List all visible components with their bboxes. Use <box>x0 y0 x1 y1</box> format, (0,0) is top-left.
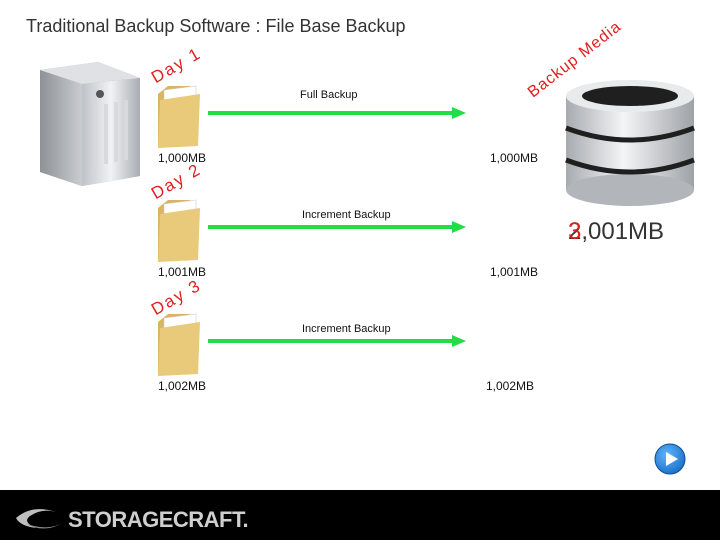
day-3-dest-size: 1,002MB <box>486 379 534 393</box>
arrow-icon <box>208 220 468 234</box>
arrow-icon <box>208 106 468 120</box>
total-size-base: 2,001MB <box>568 218 664 245</box>
day-2-source-size: 1,001MB <box>158 265 206 279</box>
database-icon <box>560 76 700 210</box>
folder-icon <box>154 308 204 378</box>
day-2-dest-size: 1,001MB <box>490 265 538 279</box>
day-1-source-size: 1,000MB <box>158 151 206 165</box>
day-3-source-size: 1,002MB <box>158 379 206 393</box>
server-icon <box>38 60 142 188</box>
storagecraft-logo: STORAGECRAFT. <box>68 507 248 533</box>
day-1-dest-size: 1,000MB <box>490 151 538 165</box>
folder-icon <box>154 194 204 264</box>
play-icon[interactable] <box>654 443 686 475</box>
total-size: 2,001MB 3 <box>568 218 664 246</box>
slide-title: Traditional Backup Software : File Base … <box>26 16 406 37</box>
day-1-arrow-label: Full Backup <box>300 89 357 101</box>
folder-icon <box>154 80 204 150</box>
arrow-icon <box>208 334 468 348</box>
logo-swoosh-icon <box>12 504 66 534</box>
total-size-overlay: 3 <box>568 218 581 246</box>
